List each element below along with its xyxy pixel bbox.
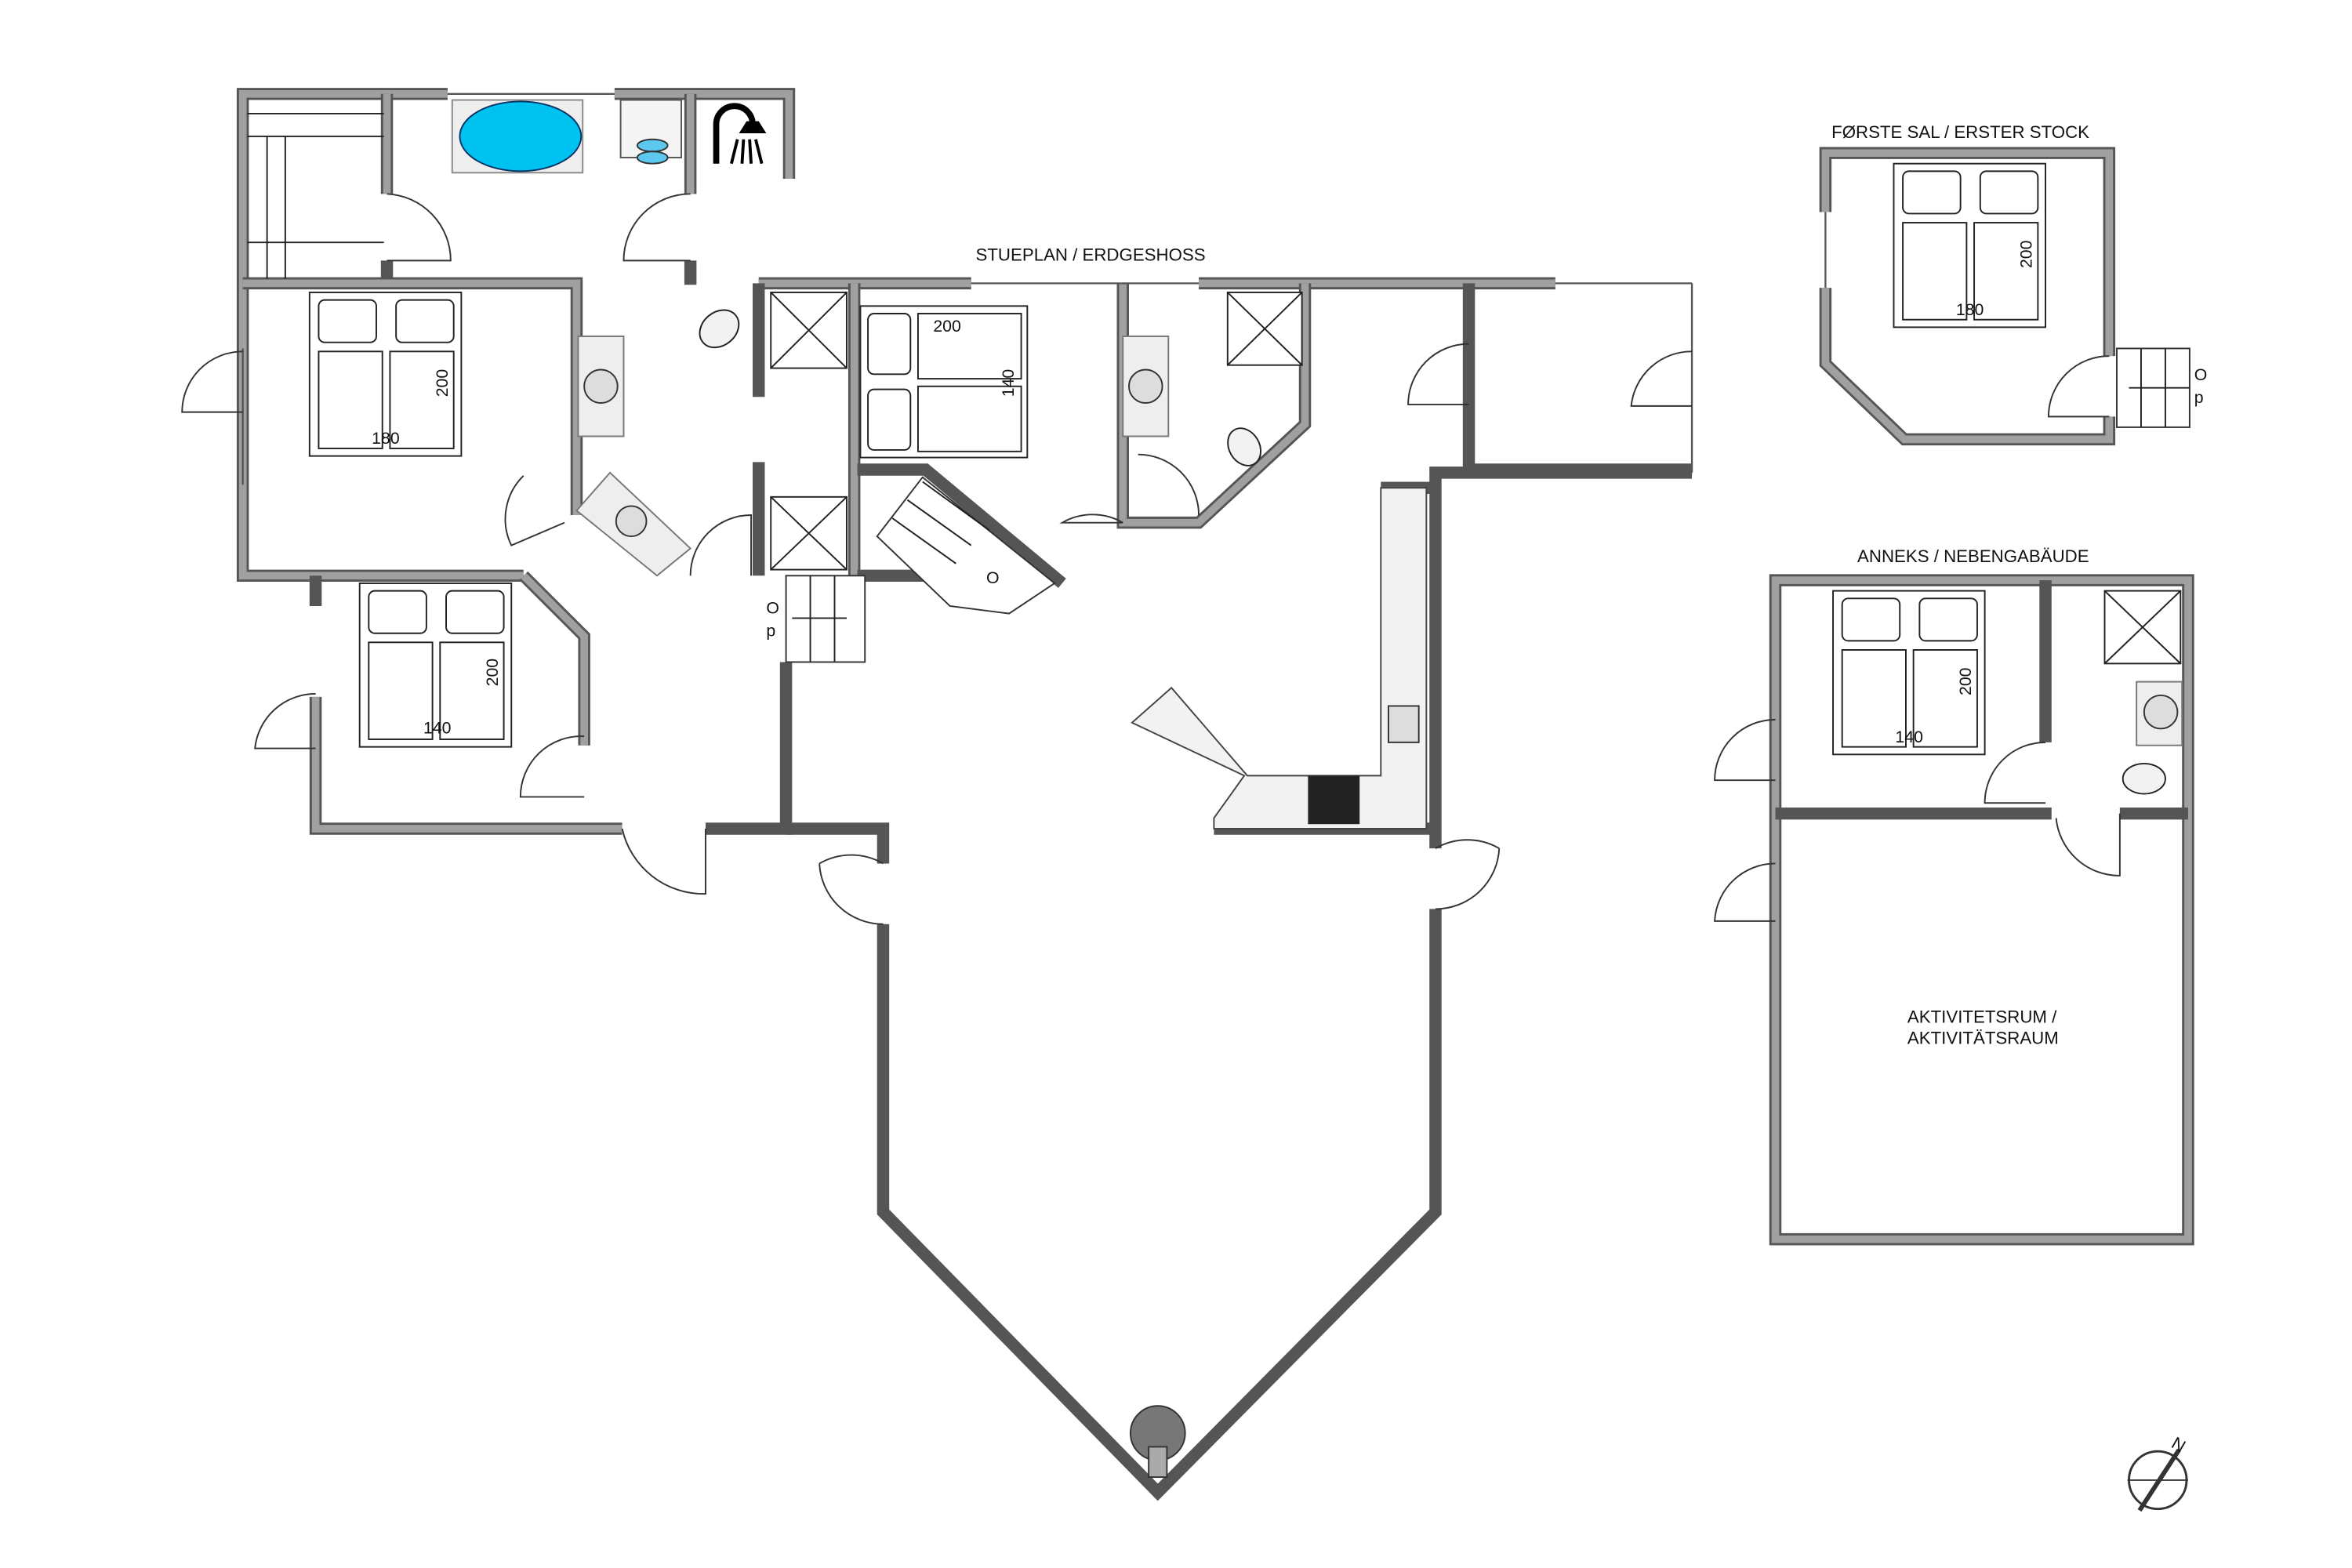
- activity-room-label: AKTIVITETSRUM /: [1907, 1007, 2057, 1026]
- bed-width: 140: [999, 369, 1018, 397]
- bed-width: 180: [1956, 300, 1984, 319]
- bed-length: 200: [933, 317, 961, 336]
- first-floor: 180 200 O p FØRSTE SAL / ERSTER STOCK: [1819, 122, 2208, 446]
- hot-tub: [451, 99, 584, 174]
- stair-up-label: p: [2194, 388, 2204, 407]
- bed-length: 200: [2017, 241, 2036, 268]
- stair-up-label: O: [766, 599, 779, 618]
- shower-icon: [713, 103, 767, 165]
- bed-length: 200: [433, 369, 452, 397]
- bed-width: 140: [423, 718, 452, 737]
- activity-room-label: AKTIVITÄTSRAUM: [1907, 1028, 2059, 1047]
- bed-length: 200: [483, 659, 502, 686]
- bed-3: 200 140: [859, 305, 1029, 459]
- kitchen-counter: [1131, 487, 1428, 829]
- showers: [770, 291, 1303, 571]
- fireplace: [1129, 1405, 1186, 1479]
- bed-1: 180 200: [308, 291, 463, 457]
- stove: [1308, 775, 1360, 825]
- windows: [241, 93, 1693, 1212]
- stair-up-label: O: [2194, 365, 2208, 384]
- bed-2: 140 200: [358, 582, 513, 748]
- stair-up-label: p: [766, 622, 775, 641]
- toilets: [699, 309, 1262, 466]
- bed-length: 200: [1956, 668, 1975, 695]
- sauna-bench: [247, 112, 384, 279]
- first-floor-title: FØRSTE SAL / ERSTER STOCK: [1831, 122, 2089, 142]
- bed-width: 180: [372, 429, 400, 448]
- staircase: O p O: [766, 476, 1056, 663]
- doors: [181, 193, 1693, 925]
- ground-floor-title: STUEPLAN / ERDGESHOSS: [976, 245, 1206, 264]
- stair-up-label: O: [986, 568, 1000, 587]
- annex: 140 200 ANNEKS / NEBENGABÄUDE AKTIVITETS…: [1714, 546, 2194, 1246]
- sinks: [575, 336, 1170, 577]
- bed-width: 140: [1895, 728, 1923, 746]
- annex-title: ANNEKS / NEBENGABÄUDE: [1857, 546, 2089, 566]
- compass-north-label: N: [2169, 1433, 2189, 1457]
- washer-dryer: [619, 99, 682, 165]
- compass-icon: N: [2127, 1433, 2189, 1512]
